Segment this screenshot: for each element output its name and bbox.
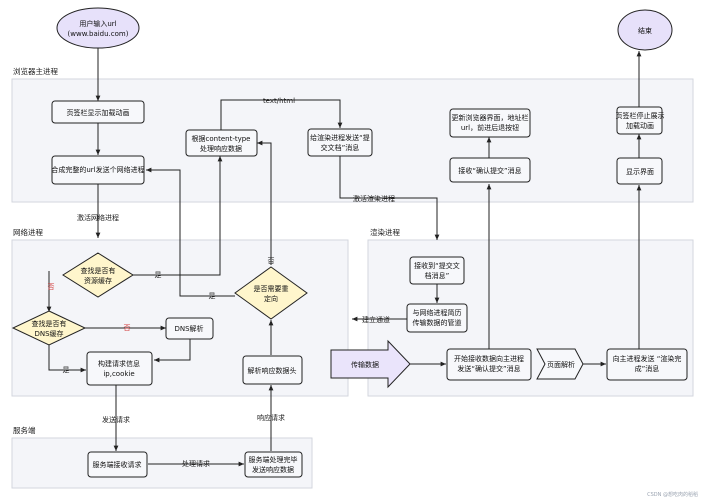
watermark: CSDN @想吃肉的稻稻 (647, 491, 698, 498)
svg-text:定向: 定向 (264, 294, 278, 303)
edge-redirect-yes-to-compose (146, 167, 235, 297)
svg-text:处理响应数据: 处理响应数据 (200, 144, 242, 153)
svg-text:服务端接收请求: 服务端接收请求 (93, 460, 142, 469)
edge-label-process-request: 处理请求 (182, 459, 210, 468)
node-parse-page: 页面解析 (536, 348, 584, 380)
svg-text:开始接收数据向主进程: 开始接收数据向主进程 (454, 354, 524, 363)
connectors (46, 47, 642, 467)
edge-label-text-html: text/html (263, 97, 295, 105)
edge-label-no-dns: 否 (124, 324, 131, 332)
svg-text:(www.baidu.com): (www.baidu.com) (68, 30, 129, 38)
lane-browser-label: 浏览器主进程 (13, 66, 58, 76)
svg-text:资源缓存: 资源缓存 (84, 276, 112, 285)
node-start-recv: 开始接收数据向主进程 发送“确认提交”消息 (446, 348, 532, 381)
node-recv-submit: 接收到“提交文 档消息” (409, 256, 465, 285)
svg-text:传输数据的管道: 传输数据的管道 (413, 318, 462, 327)
svg-text:根据content-type: 根据content-type (192, 134, 251, 143)
node-server-recv: 服务端接收请求 (87, 451, 148, 478)
edge-label-activate-render: 激活渲染进程 (353, 194, 395, 203)
svg-text:解析响应数据头: 解析响应数据头 (248, 366, 297, 375)
svg-text:用户输入url: 用户输入url (79, 19, 116, 28)
svg-text:接收到“提交文: 接收到“提交文 (414, 261, 460, 270)
node-show-page: 显示界面 (616, 157, 663, 185)
edge-label-build-channel: 建立通道 (362, 315, 390, 324)
node-dns-resolve: DNS解析 (165, 317, 214, 340)
svg-text:向主进程发送 “渲染完: 向主进程发送 “渲染完 (613, 354, 682, 363)
lane-server-label: 服务端 (13, 425, 36, 435)
edge-label-yes-cache: 是 (155, 271, 162, 279)
svg-text:档消息”: 档消息” (425, 271, 450, 280)
node-compose-request: 合成完整的url发送个网络进程 (51, 155, 145, 185)
node-check-cache: 查找是否有 资源缓存 (62, 252, 134, 298)
edge-label-response-request: 响应请求 (257, 413, 285, 422)
svg-text:是否需要重: 是否需要重 (254, 285, 289, 293)
node-loading-anim: 页签栏显示加载动画 (51, 100, 145, 124)
svg-text:传输数据: 传输数据 (351, 360, 379, 369)
svg-text:加载动画: 加载动画 (626, 121, 654, 130)
svg-text:页签栏停止展示: 页签栏停止展示 (616, 111, 665, 120)
node-redirect: 是否需要重 定向 (234, 266, 308, 320)
svg-text:合成完整的url发送个网络进程: 合成完整的url发送个网络进程 (51, 165, 144, 174)
node-build-request: 构建请求信息 ip,cookie (86, 351, 153, 386)
svg-text:页面解析: 页面解析 (547, 360, 575, 369)
edge-label-no-redirect: 否 (268, 257, 275, 265)
svg-text:交文档”消息: 交文档”消息 (321, 143, 360, 152)
svg-text:服务端处理完毕: 服务端处理完毕 (249, 455, 298, 464)
edge-label-no-cache: 否 (48, 283, 55, 291)
svg-text:给渲染进程发送“提: 给渲染进程发送“提 (310, 133, 370, 142)
edge-dns-yes-to-build (48, 344, 86, 373)
svg-text:显示界面: 显示界面 (626, 168, 654, 176)
svg-text:发送响应数据: 发送响应数据 (252, 465, 294, 474)
edge-content-to-sendcommit (220, 99, 343, 130)
node-pipe: 与网络进程简历 传输数据的管道 (406, 303, 468, 333)
edge-cache-yes-to-content (132, 156, 223, 276)
svg-text:DNS缓存: DNS缓存 (34, 329, 63, 338)
lane-network-label: 网络进程 (13, 227, 43, 237)
svg-text:更新浏览器界面，地址栏: 更新浏览器界面，地址栏 (452, 113, 529, 122)
edge-label-send-request: 发送请求 (102, 415, 130, 424)
svg-text:与网络进程简历: 与网络进程简历 (413, 308, 462, 317)
svg-text:成”消息: 成”消息 (635, 364, 660, 373)
node-check-dns: 查找是否有 DNS缓存 (11, 310, 87, 346)
edge-label-yes-dns: 是 (63, 366, 70, 374)
svg-text:查找是否有: 查找是否有 (32, 319, 67, 328)
edge-labels: text/html 激活网络进程 激活渲染进程 是 是 否 是 否 否 建立通道… (48, 97, 396, 468)
svg-text:DNS解析: DNS解析 (174, 324, 203, 333)
edge-sendcommit-to-render (339, 156, 440, 240)
edge-redirect-no-to-content (257, 140, 272, 265)
node-content-type: 根据content-type 处理响应数据 (185, 129, 258, 157)
edge-label-yes-redirect: 是 (209, 292, 216, 300)
node-recv-confirm: 接收“确认提交”消息 (449, 157, 531, 183)
lane-render-label: 渲染进程 (370, 227, 400, 237)
svg-text:接收“确认提交”消息: 接收“确认提交”消息 (458, 166, 521, 175)
svg-text:ip,cookie: ip,cookie (103, 370, 134, 378)
svg-text:结束: 结束 (638, 26, 652, 35)
node-end: 结束 (617, 9, 673, 51)
svg-text:页签栏显示加载动画: 页签栏显示加载动画 (67, 108, 130, 117)
svg-text:url，前进后退按钮: url，前进后退按钮 (461, 123, 519, 132)
svg-text:构建请求信息: 构建请求信息 (98, 359, 140, 368)
node-parse-header: 解析响应数据头 (242, 355, 303, 385)
svg-text:查找是否有: 查找是否有 (81, 266, 116, 275)
node-update-ui: 更新浏览器界面，地址栏 url，前进后退按钮 (449, 108, 531, 138)
edge-resolve-to-build (154, 339, 191, 363)
svg-text:发送“确认提交”消息: 发送“确认提交”消息 (457, 364, 520, 373)
node-start: 用户输入url (www.baidu.com) (56, 7, 140, 49)
node-notify-done: 向主进程发送 “渲染完 成”消息 (606, 348, 688, 381)
node-server-done: 服务端处理完毕 发送响应数据 (244, 451, 303, 478)
node-stop-anim: 页签栏停止展示 加载动画 (616, 106, 665, 135)
node-transfer-arrow: 传输数据 (330, 339, 411, 389)
edge-label-activate-network: 激活网络进程 (77, 213, 119, 222)
node-send-commit: 给渲染进程发送“提 交文档”消息 (307, 128, 373, 157)
